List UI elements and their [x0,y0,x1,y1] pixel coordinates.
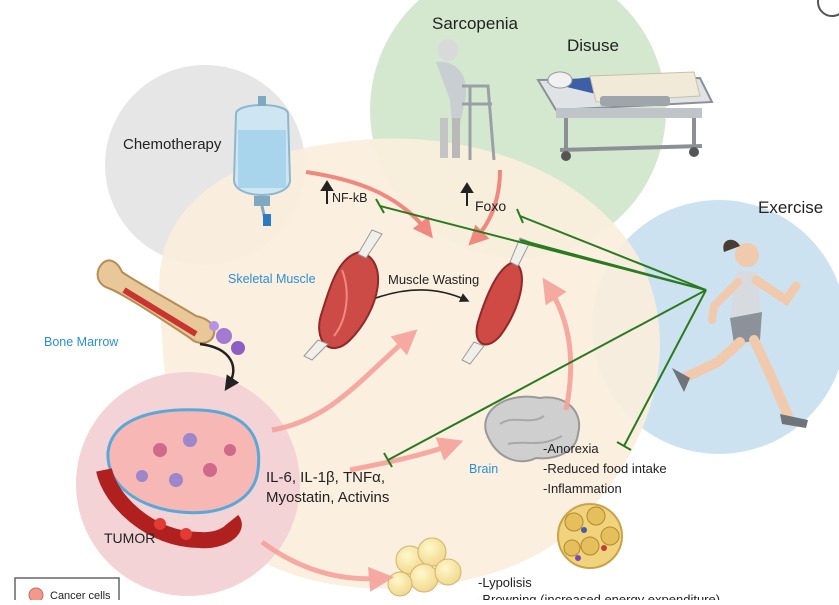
skeletal-muscle-label: Skeletal Muscle [228,272,316,286]
cytokines-line2: Myostatin, Activins [266,489,389,506]
iv-bag-icon [232,96,292,226]
tumor-label: TUMOR [104,530,155,546]
disuse-label: Disuse [567,36,619,55]
cancer-cell-icon [28,587,44,603]
brain-label: Brain [469,462,498,476]
runner-icon [672,239,808,428]
bone-marrow-icon [96,259,245,355]
nfkb-label: NF-kB [332,191,367,205]
skeletal-muscle-icon [303,229,383,361]
exercise-label: Exercise [758,198,823,217]
wasted-muscle-icon [461,237,531,365]
bone-marrow-to-tumor-arrow [199,342,240,391]
bone-marrow-label: Bone Marrow [44,335,119,349]
muscle-wasting-arrow [375,289,470,302]
anorexia-label: -Anorexia [543,441,599,456]
exercise-inhibition-lines [375,198,707,468]
pink-arrows [260,169,574,592]
corner-badge[interactable] [817,0,839,17]
tumor-icon [96,408,261,549]
inflammation-label: -Inflammation [543,481,622,496]
sarcopenia-label: Sarcopenia [432,14,519,33]
brain-icon [484,395,581,463]
foxo-label: Foxo [475,198,506,214]
legend: Cancer cells [14,577,120,605]
hospital-bed-icon [536,71,714,161]
legend-cancer-cells: Cancer cells [50,590,111,600]
brown-fat-cells-icon [557,503,623,569]
muscle-wasting-label: Muscle Wasting [388,272,479,287]
up-arrows [320,180,474,206]
elderly-walker-icon [436,39,496,161]
lypolisis-label: -Lypolisis [478,575,532,590]
browning-label: -Browning (increased energy expenditure) [478,592,720,600]
reduced-food-label: -Reduced food intake [543,461,667,476]
cytokines-line1: IL-6, IL-1β, TNFα, [266,469,385,486]
chemotherapy-label: Chemotherapy [123,136,222,153]
